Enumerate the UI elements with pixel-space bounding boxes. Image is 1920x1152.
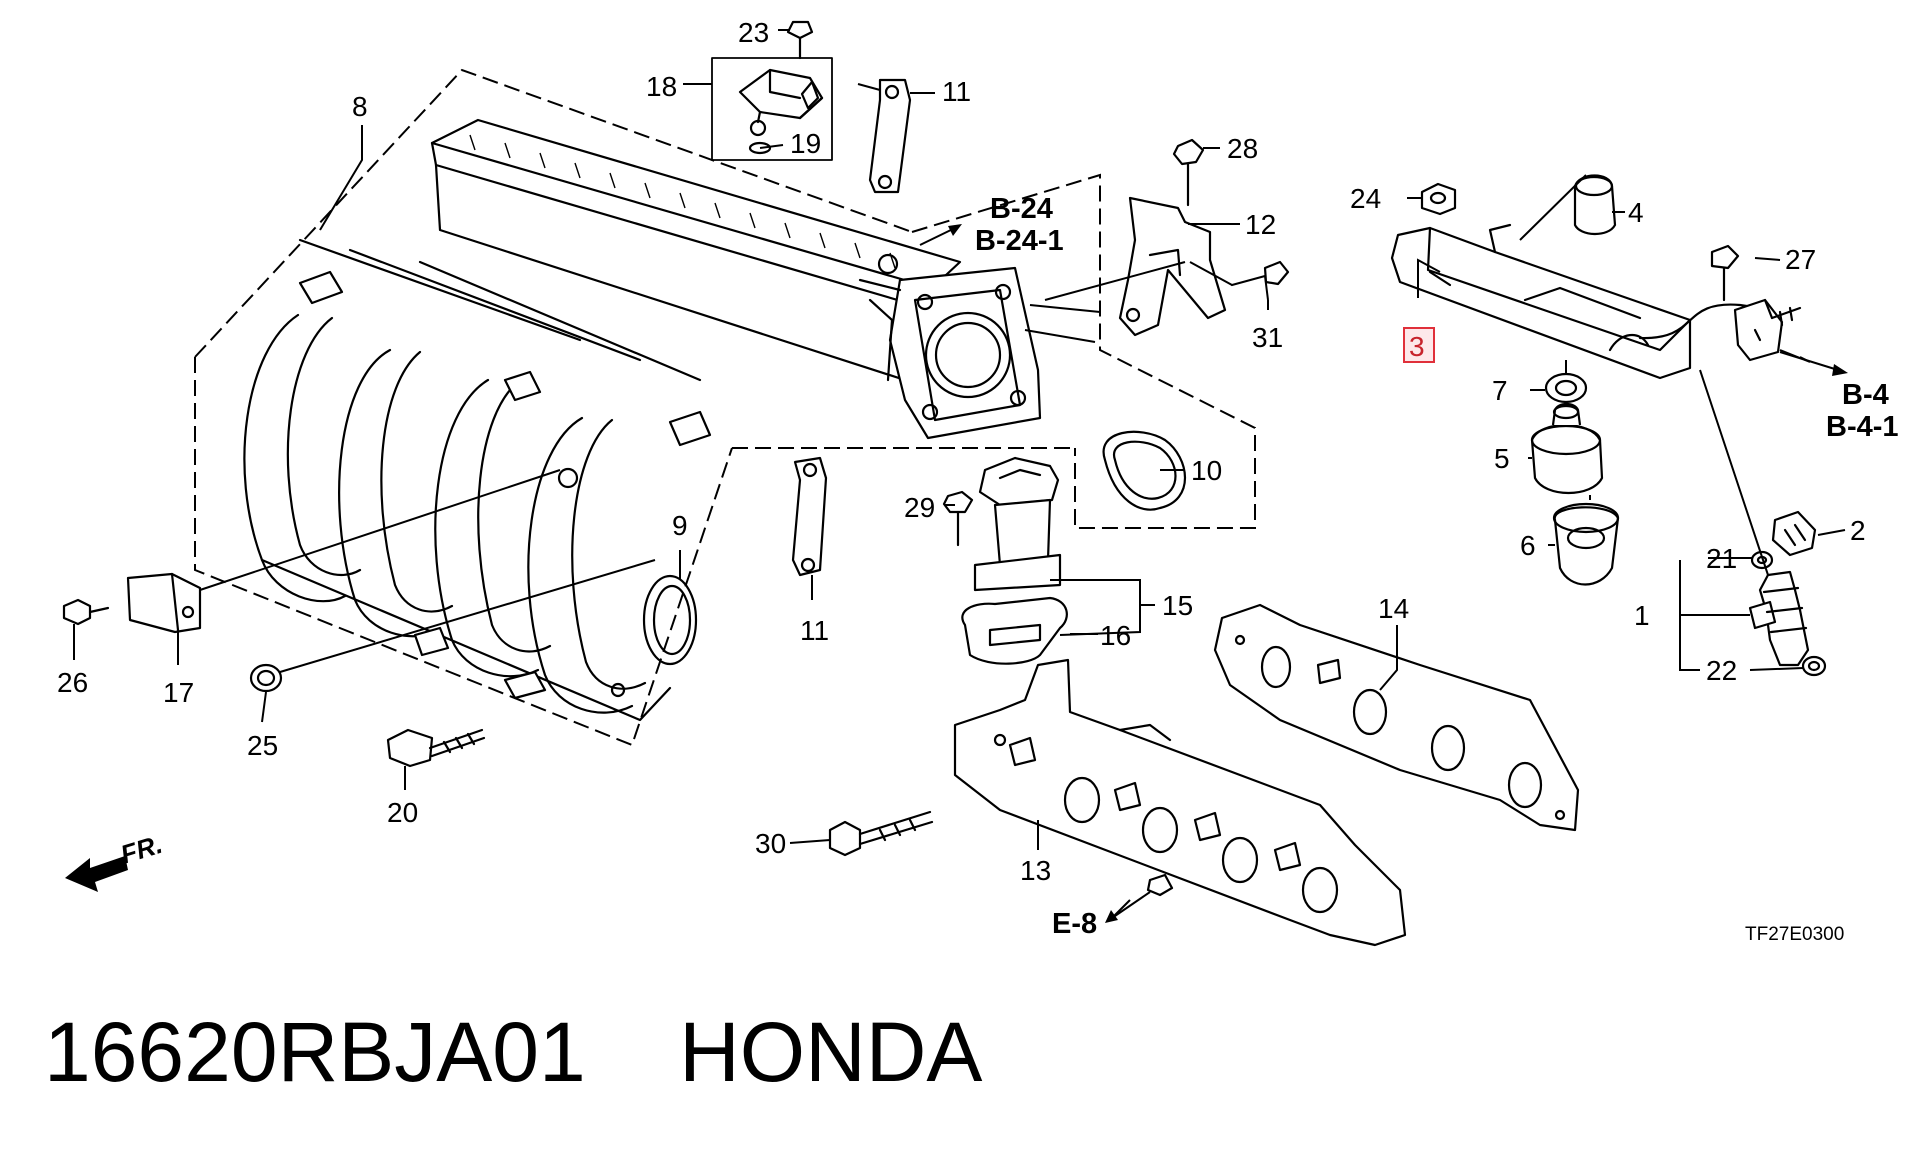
callout-16: 16 — [1100, 620, 1131, 651]
fr-label: FR. — [117, 829, 166, 870]
callout-1: 1 — [1634, 600, 1650, 631]
ref-b4-1: B-4-1 — [1826, 411, 1899, 443]
callout-2: 2 — [1850, 515, 1866, 546]
link-rod-lower — [791, 456, 828, 577]
callout-4: 4 — [1628, 197, 1644, 228]
callout-26: 26 — [57, 667, 88, 698]
cup-6 — [1552, 502, 1620, 586]
intake-manifold — [243, 118, 1042, 722]
fuel-rail — [1390, 223, 1762, 380]
bolt-26 — [62, 598, 110, 626]
leader-lines — [73, 29, 1846, 919]
callout-15: 15 — [1162, 590, 1193, 621]
callout-21: 21 — [1706, 543, 1737, 574]
section-arrows — [919, 224, 1848, 923]
fuel-damper-4 — [1573, 174, 1617, 236]
link-rod-upper — [868, 78, 912, 194]
callout-29: 29 — [904, 492, 935, 523]
section-references: B-24 B-24-1 B-4 B-4-1 E-8 — [975, 193, 1899, 940]
callout-3: 3 — [1409, 331, 1425, 362]
callout-7: 7 — [1492, 375, 1508, 406]
nut-25 — [249, 663, 283, 693]
callout-5: 5 — [1494, 443, 1510, 474]
ref-b24-1: B-24-1 — [975, 225, 1064, 257]
callout-labels: 23 18 19 11 8 28 12 31 10 29 9 15 16 11 … — [57, 17, 1866, 886]
front-direction-arrow: FR. — [65, 829, 166, 892]
part-number-caption: 16620RBJA01 HONDA — [44, 1010, 982, 1094]
callout-20: 20 — [387, 797, 418, 828]
callout-8: 8 — [352, 91, 368, 122]
ref-b4: B-4 — [1842, 379, 1889, 411]
intake-manifold-group-outline — [194, 68, 1256, 747]
exhaust-manifold-gasket — [953, 658, 1407, 947]
fuel-injector-1 — [1748, 570, 1810, 667]
stud-e8 — [1146, 873, 1174, 897]
callout-22: 22 — [1706, 655, 1737, 686]
callout-30: 30 — [755, 828, 786, 859]
callout-14: 14 — [1378, 593, 1409, 624]
bolt-30 — [828, 810, 934, 857]
callout-31: 31 — [1252, 322, 1283, 353]
clip-2 — [1771, 510, 1817, 557]
callout-6: 6 — [1520, 530, 1536, 561]
egr-valve — [942, 456, 1068, 665]
o-ring-7 — [1544, 372, 1588, 404]
callout-10: 10 — [1191, 455, 1222, 486]
fuel-hose-bracket-27 — [1710, 244, 1802, 362]
part-number: 16620RBJA01 — [44, 1005, 586, 1099]
map-sensor — [711, 20, 833, 161]
callout-23: 23 — [738, 17, 769, 48]
callout-24: 24 — [1350, 183, 1381, 214]
exhaust-port-gasket — [1213, 603, 1580, 832]
fuel-pulsation-damper-5 — [1530, 402, 1604, 495]
callout-28: 28 — [1227, 133, 1258, 164]
manifold-bracket — [126, 572, 202, 634]
ref-e8: E-8 — [1052, 908, 1097, 940]
callout-11-upper: 11 — [942, 76, 971, 107]
callout-9: 9 — [672, 510, 688, 541]
callout-13: 13 — [1020, 855, 1051, 886]
stud-bolt-20 — [386, 728, 486, 768]
throttle-gasket — [1102, 430, 1186, 511]
callout-11-lower: 11 — [800, 615, 829, 646]
callout-17: 17 — [163, 677, 194, 708]
highlighted-callout-3[interactable]: 3 — [1403, 327, 1435, 363]
callout-27: 27 — [1785, 244, 1816, 275]
o-ring-22 — [1801, 655, 1827, 677]
callout-18: 18 — [646, 71, 677, 102]
brand-name: HONDA — [679, 1005, 983, 1099]
egr-seal — [642, 574, 698, 666]
nut-24 — [1420, 182, 1457, 216]
diagram-code: TF27E0300 — [1745, 924, 1844, 945]
callout-25: 25 — [247, 730, 278, 761]
callout-19: 19 — [790, 128, 821, 159]
ref-b24: B-24 — [990, 193, 1053, 225]
highlight-box — [1403, 327, 1435, 363]
callout-12: 12 — [1245, 209, 1276, 240]
